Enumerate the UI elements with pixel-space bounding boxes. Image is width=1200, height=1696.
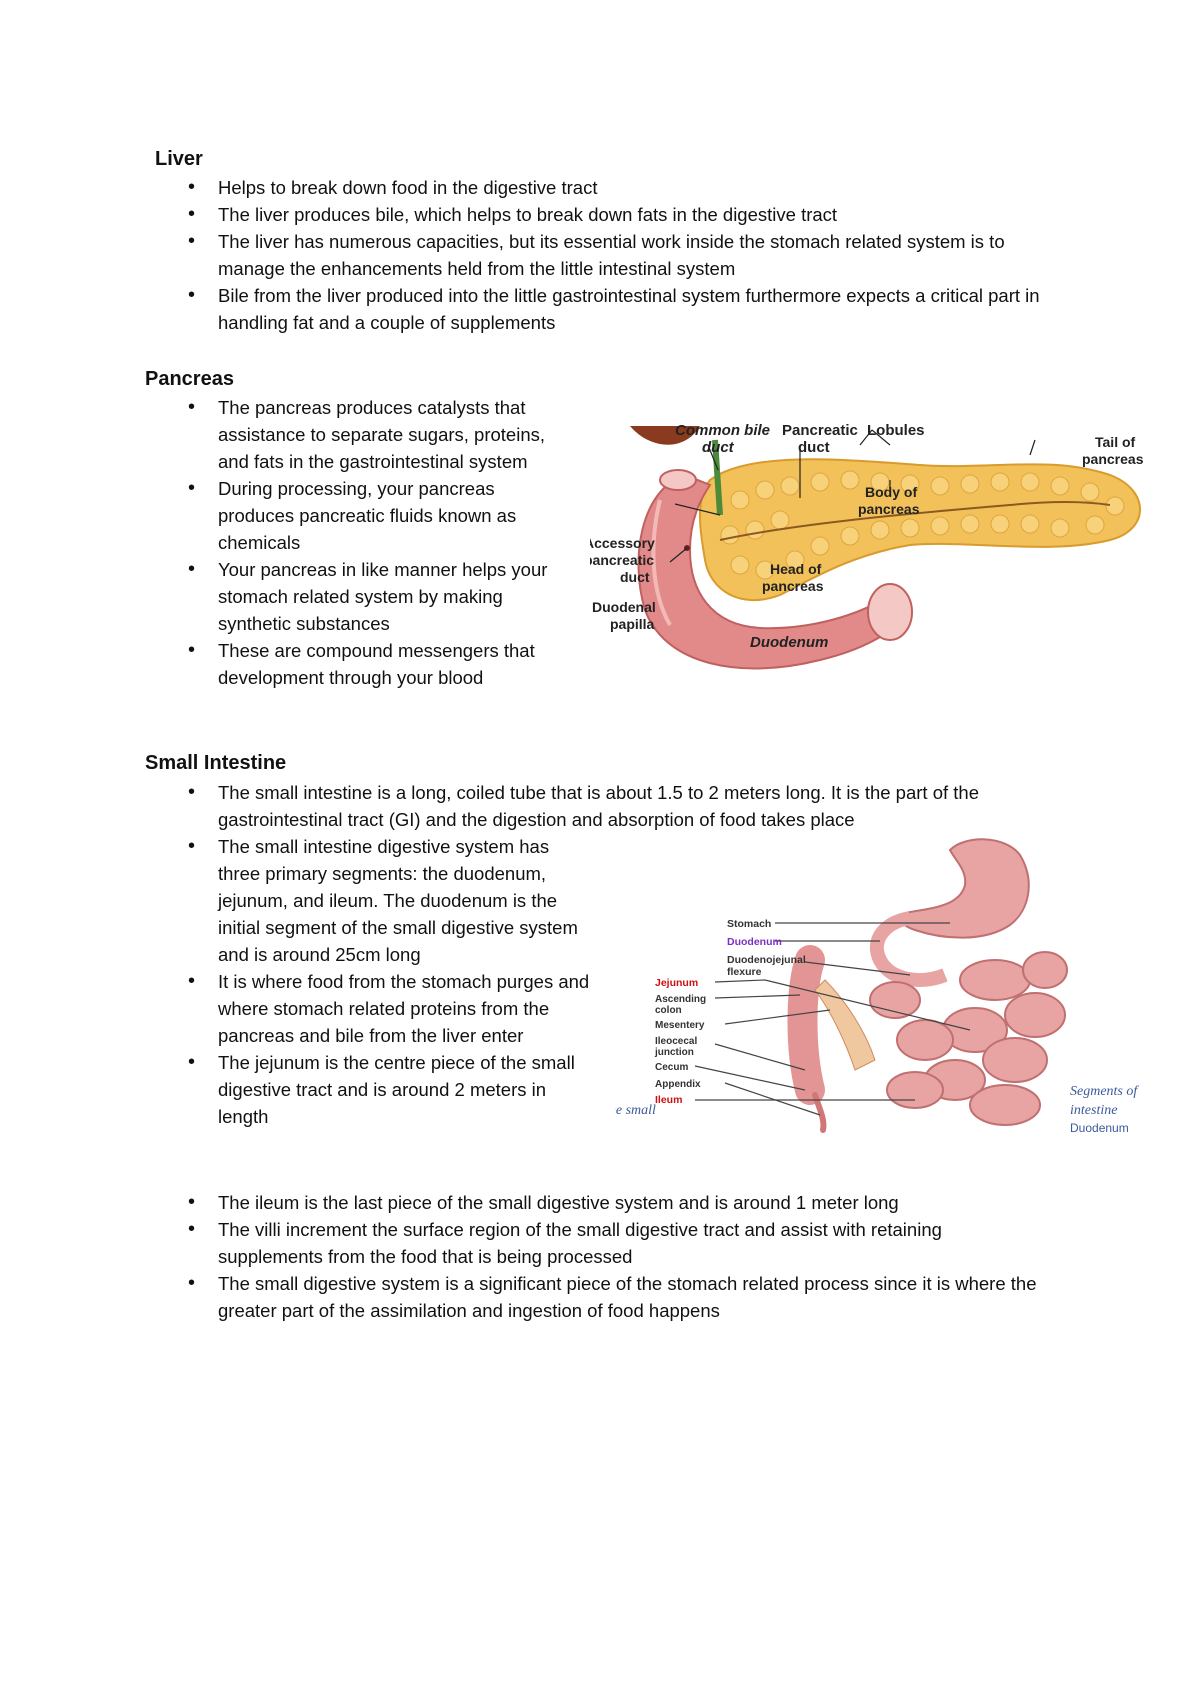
label-duodenum: Duodenum bbox=[750, 634, 828, 651]
list-item: The liver has numerous capacities, but i… bbox=[150, 228, 1050, 282]
label-duodenum: Duodenum bbox=[727, 936, 782, 948]
list-item: The small digestive system is a signific… bbox=[150, 1270, 1050, 1324]
label-common-bile-duct: Common bile bbox=[675, 422, 770, 439]
list-item: The ileum is the last piece of the small… bbox=[150, 1189, 1050, 1216]
label-duodenal-papilla: Duodenal bbox=[592, 599, 656, 615]
list-item: Bile from the liver produced into the li… bbox=[150, 282, 1050, 336]
pancreas-diagram: Common bile duct Pancreatic duct Lobules… bbox=[590, 422, 1144, 670]
label-appendix: Appendix bbox=[655, 1079, 701, 1090]
label-head-2: pancreas bbox=[762, 578, 824, 594]
duodenum-start bbox=[659, 469, 697, 491]
list-item: The villi increment the surface region o… bbox=[150, 1216, 1050, 1270]
list-item: Helps to break down food in the digestiv… bbox=[150, 174, 1050, 201]
label-tail: Tail of bbox=[1095, 434, 1136, 450]
stomach-shape bbox=[900, 838, 1030, 939]
duodenum-end bbox=[867, 583, 913, 641]
pancreas-body bbox=[699, 458, 1141, 601]
liver-heading: Liver bbox=[155, 148, 203, 170]
label-accessory-duct-2: pancreatic bbox=[590, 552, 654, 568]
label-pancreatic-duct-2: duct bbox=[798, 439, 830, 456]
label-duodenojejunal: Duodenojejunal bbox=[727, 954, 806, 966]
label-duodenal-papilla-2: papilla bbox=[610, 616, 655, 632]
list-item: Your pancreas in like manner helps your … bbox=[150, 556, 570, 637]
label-accessory-duct: Accessory bbox=[590, 535, 655, 551]
label-body-2: pancreas bbox=[858, 501, 920, 517]
intestine-coils bbox=[869, 951, 1068, 1126]
liver-bullet-list: Helps to break down food in the digestiv… bbox=[150, 174, 1050, 336]
caption-right-1: Segments of bbox=[1070, 1084, 1139, 1099]
lobule-texture bbox=[720, 470, 1125, 580]
label-stomach: Stomach bbox=[727, 918, 771, 930]
label-ileum: Ileum bbox=[655, 1094, 682, 1106]
label-accessory-duct-3: duct bbox=[620, 569, 650, 585]
appendix bbox=[812, 1092, 827, 1133]
caption-right-2: intestine bbox=[1070, 1103, 1117, 1118]
small-intestine-list-side: The small intestine digestive system has… bbox=[150, 833, 590, 1130]
list-item: The pancreas produces catalysts that ass… bbox=[150, 394, 570, 475]
list-item: It is where food from the stomach purges… bbox=[150, 968, 590, 1049]
label-tail-2: pancreas bbox=[1082, 451, 1144, 467]
label-lobules: Lobules bbox=[867, 422, 925, 439]
small-intestine-diagram: Stomach Duodenum Duodenojejunal flexure … bbox=[615, 838, 1139, 1135]
list-item: The jejunum is the centre piece of the s… bbox=[150, 1049, 590, 1130]
list-item: These are compound messengers that devel… bbox=[150, 637, 570, 691]
small-intestine-heading: Small Intestine bbox=[145, 752, 287, 774]
caption-right-3: Duodenum bbox=[1070, 1121, 1129, 1135]
caption-left: the small bbox=[615, 1103, 656, 1118]
mesentery bbox=[814, 979, 876, 1071]
label-jejunum: Jejunum bbox=[655, 977, 698, 989]
common-bile-duct bbox=[712, 439, 723, 516]
pancreas-heading: Pancreas bbox=[145, 368, 234, 390]
small-intestine-list-top: The small intestine is a long, coiled tu… bbox=[150, 779, 1050, 833]
label-pancreatic-duct: Pancreatic bbox=[782, 422, 858, 439]
label-head: Head of bbox=[770, 561, 822, 577]
ascending-colon bbox=[787, 945, 825, 1105]
label-ascending: Ascending bbox=[655, 994, 706, 1005]
pancreas-bullet-list: The pancreas produces catalysts that ass… bbox=[150, 394, 570, 691]
label-ileocecal: Ileocecal bbox=[655, 1036, 697, 1047]
list-item: The small intestine is a long, coiled tu… bbox=[150, 779, 1050, 833]
small-intestine-list-bottom: The ileum is the last piece of the small… bbox=[150, 1189, 1050, 1324]
label-cecum: Cecum bbox=[655, 1062, 688, 1073]
label-body: Body of bbox=[865, 484, 917, 500]
label-common-bile-duct-2: duct bbox=[702, 439, 735, 456]
label-colon: colon bbox=[655, 1005, 682, 1016]
list-item: The small intestine digestive system has… bbox=[150, 833, 590, 968]
label-flexure: flexure bbox=[727, 966, 762, 978]
label-junction: junction bbox=[654, 1047, 694, 1058]
duodenum-shape bbox=[869, 911, 948, 987]
label-mesentery: Mesentery bbox=[655, 1020, 705, 1031]
list-item: During processing, your pancreas produce… bbox=[150, 475, 570, 556]
list-item: The liver produces bile, which helps to … bbox=[150, 201, 1050, 228]
liver-fragment bbox=[630, 426, 700, 445]
pancreatic-duct bbox=[719, 500, 1111, 541]
